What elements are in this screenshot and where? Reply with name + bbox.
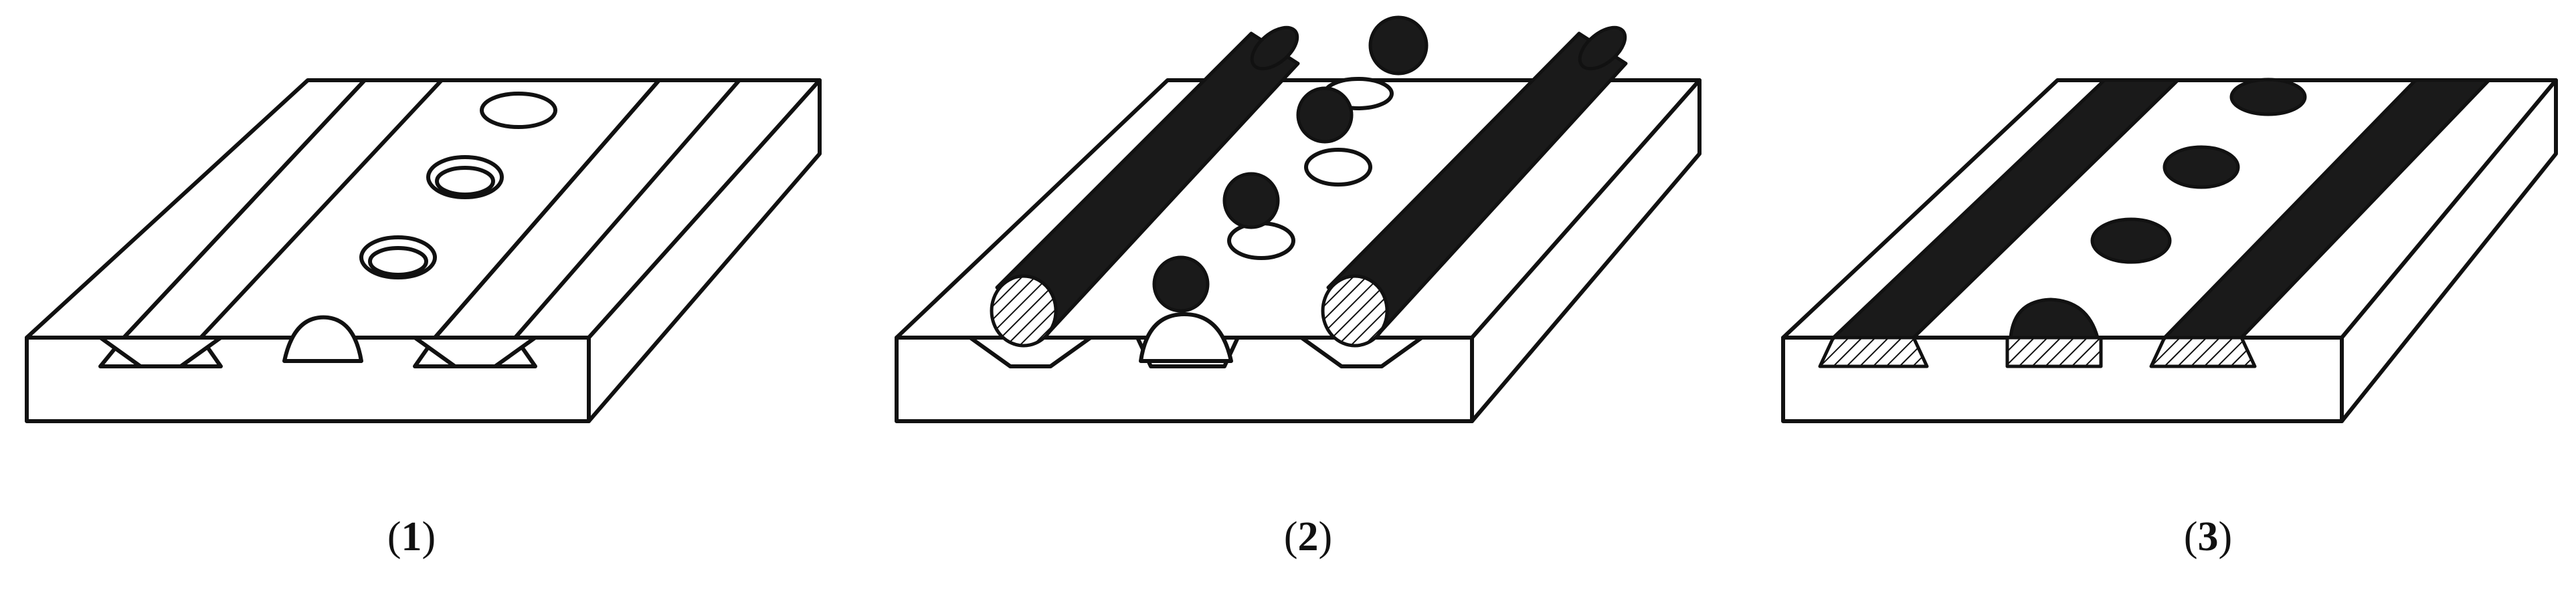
panel-1-hole-front-notch bbox=[282, 315, 363, 363]
panel-2-ball-3 bbox=[1222, 172, 1280, 229]
panel-1-hole-3 bbox=[359, 235, 437, 279]
panel-2-rod-right-cap-top bbox=[1578, 25, 1627, 71]
panel-1-caption-open: ( bbox=[387, 514, 401, 560]
panel-2-groove-right-section bbox=[1299, 336, 1424, 368]
panel-1-groove-right-section bbox=[413, 336, 537, 368]
panel-2-ball-1 bbox=[1368, 15, 1429, 76]
panel-3-dot-1 bbox=[2229, 78, 2307, 116]
panel-1-groove-right-edge bbox=[433, 78, 661, 340]
panel-1-groove-left-section bbox=[98, 336, 223, 368]
panel-3-section-middle bbox=[2005, 336, 2103, 368]
panel-1-hole-1 bbox=[480, 92, 557, 129]
panel-1-illustration bbox=[25, 78, 822, 423]
panel-1-groove-left-edge bbox=[122, 78, 367, 340]
panel-1-hole-2 bbox=[426, 155, 504, 199]
panel-3-dot-2 bbox=[2163, 145, 2240, 189]
panel-1-caption-number: 1 bbox=[401, 514, 422, 560]
panel-1-caption: (1) bbox=[345, 516, 478, 558]
panel-1-slab-side bbox=[587, 78, 822, 423]
panel-2-caption-close: ) bbox=[1318, 514, 1333, 560]
panel-3-illustration bbox=[1781, 78, 2558, 423]
panel-2-hole-2 bbox=[1304, 148, 1372, 187]
panel-3-caption-number: 3 bbox=[2197, 514, 2219, 560]
panel-1-hole-3-inner bbox=[368, 246, 428, 277]
panel-2-caption-open: ( bbox=[1283, 514, 1298, 560]
panel-2-rod-right-end bbox=[1321, 274, 1389, 348]
panel-2-caption-number: 2 bbox=[1297, 514, 1319, 560]
panel-3-slab-side bbox=[2340, 78, 2558, 423]
panel-2-groove-left-section bbox=[968, 336, 1093, 368]
panel-2-hole-3 bbox=[1227, 221, 1295, 260]
panel-2-ball-2 bbox=[1296, 86, 1354, 144]
panel-3-caption: (3) bbox=[2141, 516, 2275, 558]
panel-2-illustration bbox=[895, 15, 1701, 423]
panel-3-caption-close: ) bbox=[2218, 514, 2233, 560]
panel-3-section-right bbox=[2149, 336, 2257, 368]
panel-2-rod-left-cap-top bbox=[1250, 25, 1299, 71]
panel-3-dot-front bbox=[2009, 298, 2100, 340]
panel-2-caption: (2) bbox=[1241, 516, 1375, 558]
panel-1-hole-2-inner bbox=[435, 166, 495, 197]
panel-3-caption-open: ( bbox=[2183, 514, 2198, 560]
panel-2-hole-front bbox=[1139, 312, 1233, 363]
panel-2-slab-side bbox=[1470, 78, 1701, 423]
panel-3-dot-3 bbox=[2090, 217, 2172, 264]
panel-1-caption-close: ) bbox=[422, 514, 436, 560]
panel-2-rod-left-end bbox=[990, 274, 1058, 348]
panel-3-section-left bbox=[1818, 336, 1929, 368]
panel-2-ball-4 bbox=[1152, 255, 1210, 313]
